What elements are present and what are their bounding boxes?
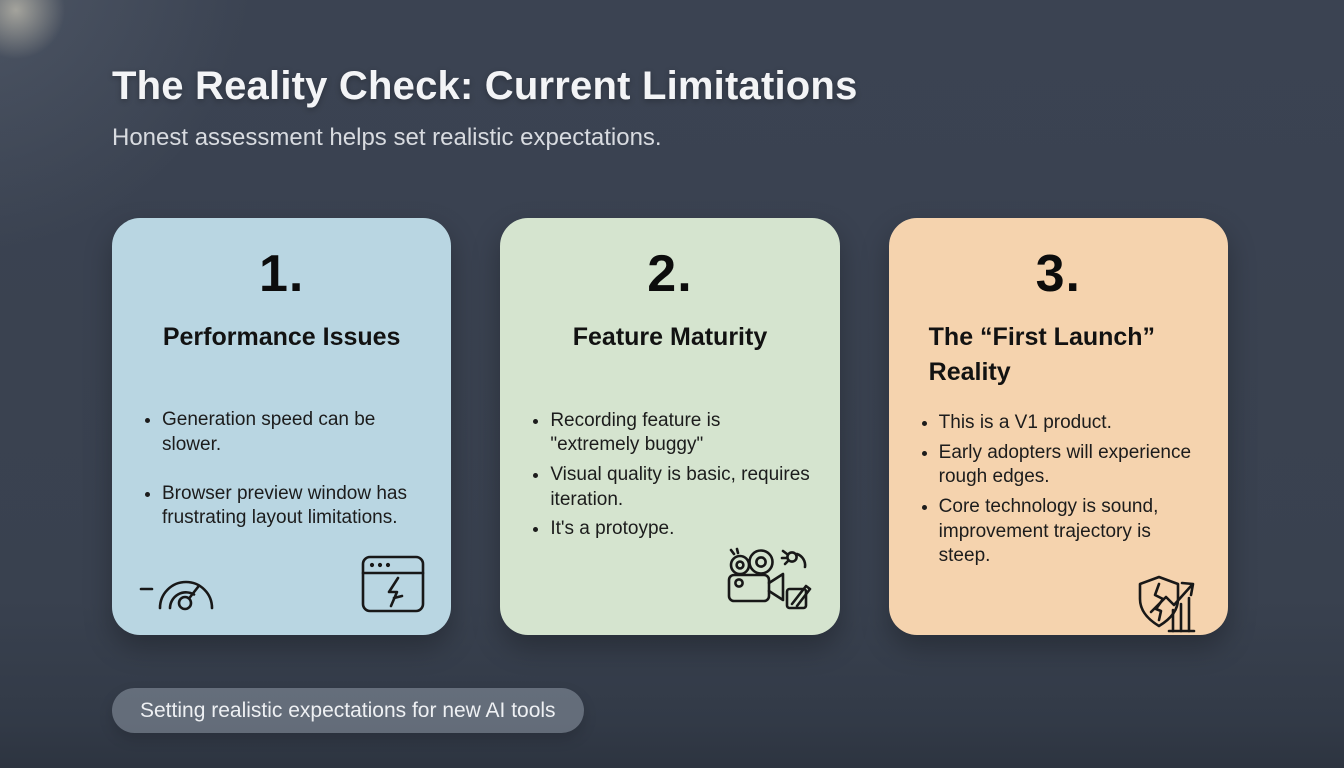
card-icon-row: [138, 555, 425, 613]
speedometer-icon: [138, 559, 216, 613]
card-bullet-list: Generation speed can be slower. Browser …: [138, 408, 425, 555]
page-title: The Reality Check: Current Limitations: [112, 64, 858, 108]
card-first-launch-reality: 3. The “First Launch” Reality This is a …: [888, 218, 1228, 635]
shield-growth-chart-icon: [1136, 574, 1202, 634]
bullet-item: Browser preview window has frustrating l…: [162, 482, 425, 531]
card-number: 1.: [258, 245, 305, 303]
card-number: 2.: [647, 245, 693, 303]
bullet-item: It's a protoype.: [550, 517, 813, 542]
card-title: Performance Issues: [162, 323, 401, 351]
broken-browser-window-icon: [361, 555, 425, 613]
bullet-item: Early adopters will experience rough edg…: [939, 441, 1202, 490]
card-bullet-list: This is a V1 product. Early adopters wil…: [915, 411, 1202, 574]
card-icon-row: [915, 574, 1202, 634]
bullet-item: Core technology is sound, improvement tr…: [939, 495, 1202, 569]
edit-checkbox-icon: [785, 584, 811, 610]
bullet-item: Generation speed can be slower.: [162, 408, 425, 457]
video-camera-icon: [724, 547, 814, 613]
card-icon-row: [526, 547, 813, 613]
card-feature-maturity: 2. Feature Maturity Recording feature is…: [500, 218, 840, 635]
cards-row: 1. Performance Issues Generation speed c…: [112, 218, 1228, 635]
card-bullet-list: Recording feature is "extremely buggy" V…: [526, 409, 813, 547]
bullet-item: This is a V1 product.: [939, 411, 1202, 436]
page-subtitle: Honest assessment helps set realistic ex…: [112, 124, 662, 151]
card-title: The “First Launch” Reality: [928, 323, 1156, 386]
bullet-item: Visual quality is basic, requires iterat…: [550, 463, 813, 512]
footer-badge: Setting realistic expectations for new A…: [112, 688, 584, 733]
bug-icon: [780, 549, 807, 569]
bullet-item: Recording feature is "extremely buggy": [550, 409, 813, 458]
card-performance-issues: 1. Performance Issues Generation speed c…: [112, 218, 452, 635]
card-title: Feature Maturity: [572, 323, 768, 351]
card-number: 3.: [1035, 245, 1081, 303]
